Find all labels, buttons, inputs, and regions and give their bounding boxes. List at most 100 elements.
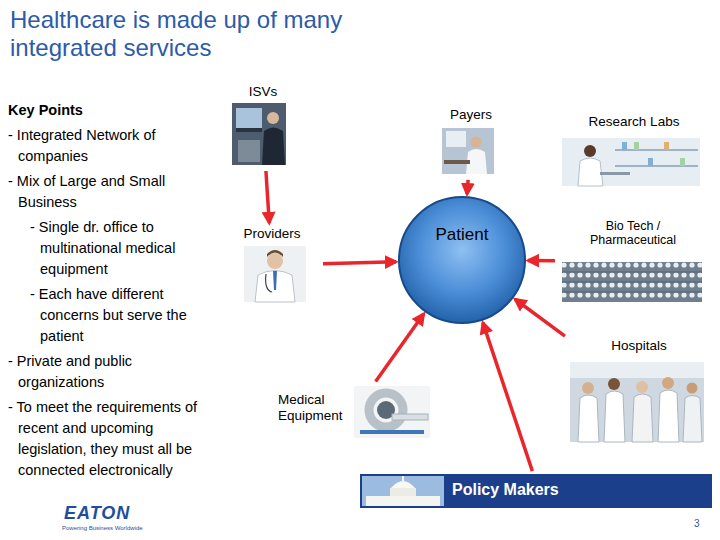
isv-photo-part (236, 108, 262, 128)
isv-photo-part (236, 128, 262, 132)
hospital-photo-part (683, 396, 702, 443)
lab-node: Research Labs (556, 114, 712, 189)
node-label: Hospitals (566, 338, 712, 354)
provider-photo-part (266, 274, 272, 292)
hospital-photo-part (570, 362, 704, 378)
hospital-photo-part (604, 391, 625, 442)
slide-title: Healthcare is made up of many integrated… (10, 6, 390, 62)
hospital-photo-part (632, 394, 653, 442)
node-label: ISVs (226, 84, 300, 100)
node-label: Medical Equipment (278, 392, 358, 423)
biotech-photo (562, 262, 702, 302)
bullet-point: - Integrated Network of companies (8, 125, 212, 167)
hospital-photo-part (582, 382, 594, 394)
lab-photo-part (578, 158, 603, 186)
hospital-photo-part (578, 395, 599, 442)
key-points-column: Key Points - Integrated Network of compan… (8, 100, 212, 481)
bullet-point: - To meet the requirements of recent and… (8, 397, 212, 481)
equipment-node: Medical Equipment (274, 384, 434, 440)
provider-node: Providers (224, 226, 320, 304)
bullet-point: - Mix of Large and Small Business (8, 171, 212, 213)
node-label: Policy Makers (452, 481, 718, 499)
hospital-photo (570, 362, 704, 442)
lab-photo-part (584, 145, 596, 157)
node-label: Providers (224, 226, 320, 242)
lab-photo-part (600, 172, 630, 175)
biotech-node: Bio Tech / Pharmaceutical (558, 219, 708, 304)
capitol-photo-part (390, 488, 416, 496)
biotech-photo-part (562, 282, 702, 283)
capitol-photo-part (366, 496, 440, 506)
isv-node: ISVs (226, 84, 300, 168)
connector-group (266, 171, 565, 471)
capitol-photo-part (391, 481, 415, 488)
company-logo: EATON (64, 503, 130, 523)
provider-photo (244, 246, 306, 302)
capitol-photo-part (362, 476, 444, 506)
hospital-photo-part (636, 381, 648, 393)
biotech-photo-part (562, 272, 702, 273)
payer-photo-part (444, 160, 470, 164)
hospital-photo-part (658, 390, 679, 442)
equipment-photo-part (360, 430, 424, 434)
flow-arrow (483, 323, 533, 472)
logo-tagline: Powering Business Worldwide (62, 525, 143, 532)
provider-photo-part (267, 253, 283, 269)
isv-photo-part (238, 140, 260, 162)
isv-photo-part (267, 112, 279, 124)
lab-photo-part (562, 138, 700, 186)
lab-photo-part (648, 158, 653, 166)
payer-node: Payers (436, 107, 506, 177)
isv-photo-part (232, 103, 286, 165)
node-label: Research Labs (556, 114, 712, 130)
flow-arrow (376, 314, 424, 382)
provider-photo-part (267, 250, 283, 257)
policy-band: Policy Makers (360, 474, 718, 508)
hospital-photo-part (570, 362, 704, 442)
hospital-photo-part (608, 378, 620, 390)
sub-bullet-point: - Each have different concerns but serve… (8, 284, 212, 347)
flow-arrow (515, 299, 565, 336)
node-label: Payers (436, 107, 506, 123)
bullet-point: - Private and public organizations (8, 351, 212, 393)
lab-photo-part (615, 165, 698, 167)
lab-photo-part (622, 142, 627, 150)
key-points-heading: Key Points (8, 100, 212, 121)
flow-arrow (266, 171, 269, 223)
equipment-photo-part (354, 386, 430, 438)
provider-photo-part (255, 271, 295, 303)
biotech-photo-part (562, 292, 702, 293)
lab-photo-part (680, 158, 685, 166)
hospital-node: Hospitals (566, 338, 712, 444)
patient-circle: Patient (397, 195, 527, 325)
flow-arrow (467, 180, 468, 194)
isv-photo-part (262, 128, 285, 166)
payer-photo-part (471, 137, 482, 148)
payer-photo (442, 128, 494, 174)
payer-photo-part (442, 128, 494, 174)
patient-circle-outline (397, 195, 527, 325)
sub-bullet-point: - Single dr. office to multinational med… (8, 217, 212, 280)
flow-arrow (323, 262, 396, 264)
page-number: 3 (694, 518, 700, 530)
payer-photo-part (446, 131, 466, 147)
node-label: Patient (397, 225, 527, 245)
patient-circle-shape (399, 197, 525, 323)
capitol-photo-part (402, 476, 404, 481)
hospital-photo-part (687, 383, 698, 394)
lab-photo (562, 138, 700, 186)
lab-photo-part (615, 149, 698, 151)
lab-photo-part (664, 142, 669, 150)
isv-photo (232, 103, 286, 165)
equipment-photo-part (369, 393, 403, 427)
flow-arrow (528, 259, 555, 263)
provider-photo-part (273, 271, 277, 290)
lab-photo-part (634, 142, 639, 150)
equipment-photo (354, 386, 430, 438)
equipment-photo-part (392, 414, 428, 420)
provider-photo-part (244, 246, 306, 302)
